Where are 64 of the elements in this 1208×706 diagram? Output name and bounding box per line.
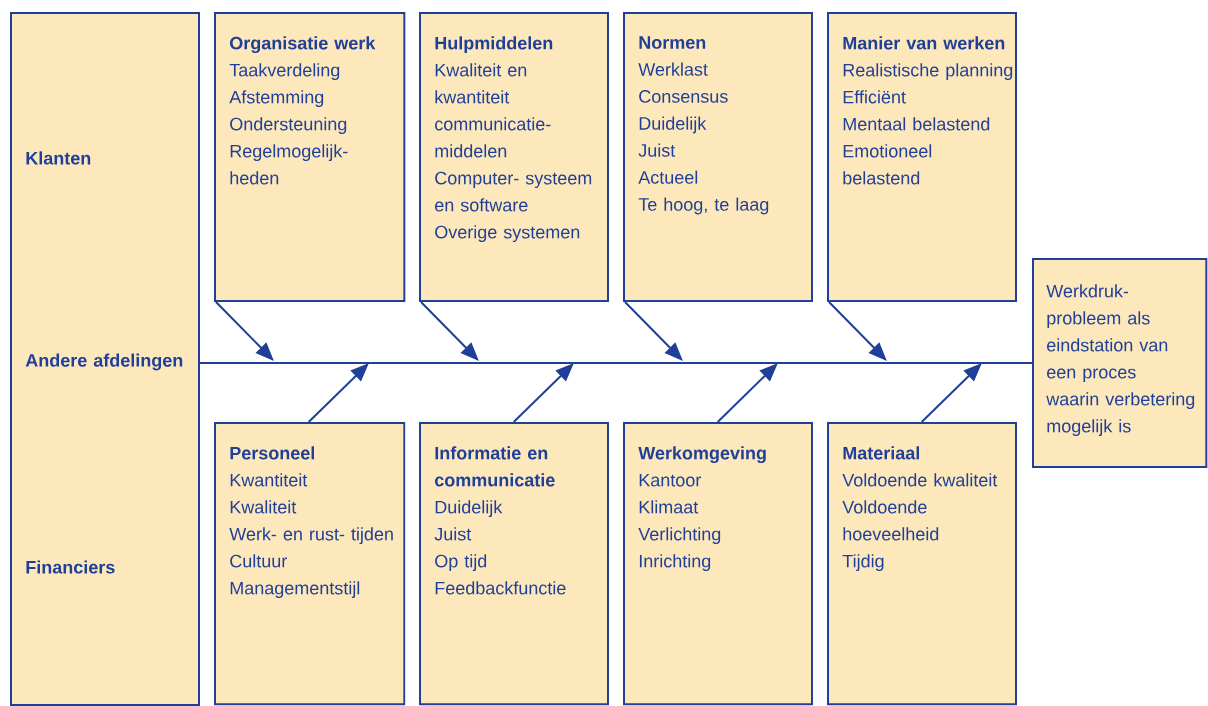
factor-box — [214, 12, 406, 302]
list-item: Overige systemen — [435, 225, 580, 243]
factor-box — [214, 422, 406, 706]
result-text: Werkdruk- probleem als eindstation van een proces waarin verbetering mogelijk is — [1046, 284, 1195, 437]
box-heading: Personeel — [230, 446, 315, 460]
arrow — [215, 301, 274, 361]
list-item: Verlichting — [638, 527, 721, 545]
list-item: Feedbackfunctie — [435, 581, 566, 595]
list-item: Computer- systeem en software — [435, 171, 592, 212]
list-item: Op tijd — [435, 554, 487, 572]
arrow — [624, 301, 683, 361]
factor-box — [419, 422, 609, 706]
list-item: Klimaat — [639, 500, 699, 514]
stakeholder-label: Andere afdelingen — [25, 353, 183, 371]
list-item: Te hoog, te laag — [638, 197, 769, 215]
box-heading: Organisatie werk — [230, 36, 376, 54]
list-item: Taakverdeling — [229, 63, 340, 81]
list-item: Werk- en rust- tijden — [229, 527, 393, 545]
factor-box — [827, 422, 1017, 706]
list-item: Cultuur — [230, 554, 287, 568]
stakeholder-column — [10, 12, 200, 706]
stakeholder-label: Klanten — [26, 151, 91, 165]
box-heading: Werkomgeving — [638, 446, 766, 464]
factor-box — [419, 12, 609, 302]
box-heading: Manier van werken — [843, 36, 1005, 50]
spine-line — [199, 362, 1033, 364]
list-item: Duidelijk — [639, 116, 707, 134]
list-item: Juist — [638, 143, 676, 157]
list-item: Realistische planning — [843, 63, 1013, 81]
result-box — [1032, 258, 1208, 468]
list-item: Kwaliteit en kwantiteit communicatie- middelen — [435, 63, 551, 158]
list-item: Kwantiteit — [230, 473, 308, 487]
list-item: Voldoende hoeveelheid — [842, 500, 939, 541]
box-heading: Normen — [639, 36, 706, 49]
list-item: Kantoor — [639, 473, 701, 487]
arrow — [920, 363, 982, 423]
list-item: Juist — [434, 527, 472, 541]
arrow — [512, 363, 574, 423]
list-item: Kwaliteit — [230, 500, 297, 514]
list-item: Regelmogelijk- heden — [230, 144, 348, 185]
list-item: Actueel — [638, 170, 698, 184]
factor-box — [623, 422, 813, 706]
list-item: Consensus — [639, 90, 728, 103]
list-item: Managementstijl — [230, 581, 360, 599]
list-item: Tijdig — [842, 554, 884, 572]
stakeholder-label: Financiers — [26, 560, 115, 574]
list-item: Ondersteuning — [230, 117, 347, 135]
list-item: Mentaal belastend — [843, 117, 990, 131]
list-item: Afstemming — [229, 90, 324, 108]
arrow — [828, 301, 887, 361]
box-heading: Hulpmiddelen — [435, 36, 553, 54]
factor-box — [623, 12, 813, 302]
list-item: Duidelijk — [435, 500, 503, 518]
list-item: Efficiënt — [843, 90, 906, 104]
list-item: Werklast — [638, 62, 708, 76]
list-item: Voldoende kwaliteit — [842, 473, 998, 487]
arrow — [307, 363, 369, 423]
list-item: Inrichting — [639, 554, 711, 572]
list-item: Emotioneel belastend — [843, 144, 932, 185]
box-heading: Informatie en communicatie — [435, 446, 555, 487]
factor-box — [827, 12, 1017, 302]
arrow — [716, 363, 778, 423]
box-heading: Materiaal — [843, 446, 919, 460]
arrow — [420, 301, 479, 361]
